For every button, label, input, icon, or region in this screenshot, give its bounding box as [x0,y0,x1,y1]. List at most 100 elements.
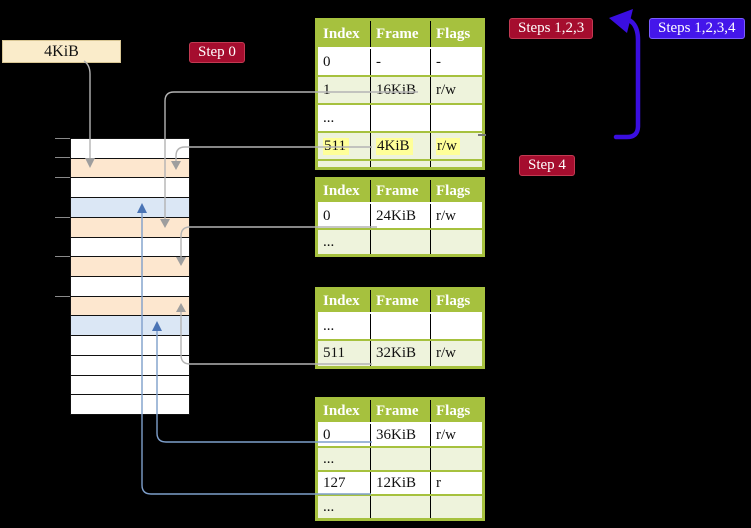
table-row-partial [318,159,482,167]
table-cell: 511 [318,341,371,366]
memory-frame-row [71,197,189,217]
memory-frame-row [71,157,189,178]
memory-frame-row [71,256,189,277]
table-cell: 16KiB [371,77,431,103]
column-header-frame: Frame [371,180,431,202]
table-cell: 0 [318,49,371,75]
column-header-index: Index [318,180,371,202]
table-cell: r/w [436,426,456,443]
memory-frame-row [71,216,189,237]
column-header-frame: Frame [371,290,431,312]
table-cell [431,230,482,254]
memory-frame-row [71,394,189,415]
table-cell: r [436,474,441,491]
table-cell: 36KiB [371,424,431,446]
highlighted-value: r/w [436,137,460,155]
table-row: ... [318,103,482,131]
table-cell: - [371,49,431,75]
table-cell: ... [318,496,371,518]
table-cell: - [436,53,441,70]
memory-frame-row [71,335,189,355]
memory-frame-row [71,236,189,257]
table-row: 0-- [318,47,482,75]
table-cell [318,161,371,167]
column-header-flags: Flags [436,402,471,419]
table-cell: 4KiB [371,133,431,159]
table-row: ... [318,494,482,518]
column-header-frame: Frame [371,400,431,422]
loop-arrowhead-icon [609,9,633,33]
badge-steps-123: Steps 1,2,3 [509,18,594,39]
memory-tick-mark [55,295,70,297]
table-cell: 127 [318,472,371,494]
table-cell [371,161,431,167]
highlighted-value: 511 [323,137,349,155]
table-cell [431,496,482,518]
table-cell: 32KiB [371,341,431,366]
highlighted-value: 4KiB [376,137,413,155]
badge-step-0: Step 0 [189,42,245,63]
table-cell: r/w [431,133,482,159]
table-cell [431,448,482,470]
memory-tick-mark [55,216,70,218]
column-header-flags: Flags [436,182,471,199]
table-cell: 0 [318,424,371,446]
table-cell [431,105,482,131]
memory-frame-row [71,295,189,316]
column-header-index: Index [318,400,371,422]
memory-frame-row [71,177,189,198]
table-row: 511 4KiB r/w [318,131,482,159]
memory-tick-mark [55,256,70,258]
table-row: ... [318,446,482,470]
table-cell: r/w [436,207,456,224]
table-cell: 1 [318,77,371,103]
table-cell: ... [318,105,371,131]
table-row: ... [318,228,482,254]
memory-tick-mark [55,137,70,139]
table-cell [371,448,431,470]
table-cell: 24KiB [371,204,431,228]
memory-frame-row [71,354,189,375]
table-cell: r/w [436,345,456,361]
memory-tick-mark [55,157,70,159]
table-cell [371,105,431,131]
memory-frame-row [71,315,189,336]
table-cell [371,314,431,339]
badge-steps-1234: Steps 1,2,3,4 [649,18,745,39]
memory-frame-row [71,139,189,158]
table-cell: ... [318,448,371,470]
table-cell: 0 [318,204,371,228]
memory-frame-row [71,276,189,296]
table-cell [431,314,482,339]
table-row: ... [318,312,482,339]
table-cell [371,496,431,518]
memory-tick-mark [55,177,70,179]
table-cell: r/w [436,81,456,98]
column-header-flags: Flags [436,25,471,42]
table-cell [371,230,431,254]
memory-frame-row [71,374,189,395]
table-cell: 12KiB [371,472,431,494]
table-cell: ... [318,230,371,254]
table-cell [431,161,482,167]
column-header-flags: Flags [436,292,471,309]
table-cell: ... [318,314,371,339]
table-cell: 511 [318,133,371,159]
column-header-index: Index [318,21,371,47]
badge-step-4: Step 4 [519,155,575,176]
root-table-size-box: 4KiB [2,40,121,63]
